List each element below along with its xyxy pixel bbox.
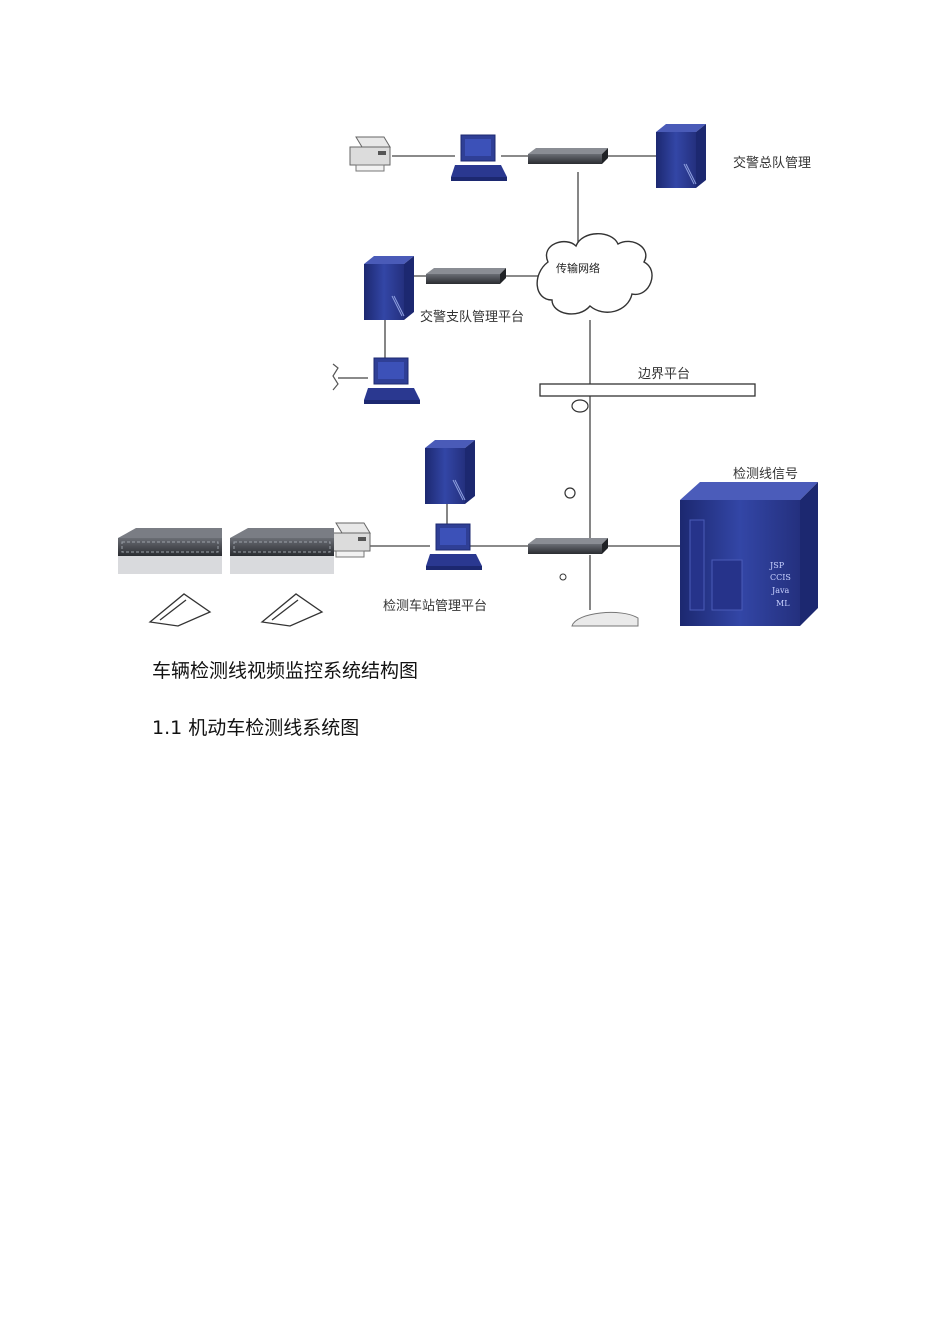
boundary-label: 边界平台 (638, 367, 690, 382)
hq-label: 交警总队管理 (733, 155, 811, 171)
signal-label: 检测线信号 (733, 467, 798, 482)
boundary-platform-bar (539, 383, 756, 397)
station-label: 检测车站管理平台 (383, 598, 487, 614)
hq-server-icon (655, 123, 707, 189)
branch-printer-fragment-icon (332, 363, 339, 391)
network-structure-diagram: 交警总队管理 传输网络 交警支队管理平台 边界平台 检测车站管理平台 检测线信号… (118, 123, 818, 627)
hq-switch-icon (528, 148, 608, 164)
scanner-1-icon (148, 593, 212, 627)
network-cloud-icon (536, 233, 653, 315)
hq-printer-icon (349, 136, 391, 172)
section-heading: 1.1 机动车检测线系统图 (152, 717, 360, 739)
camera-dot-icon (559, 573, 567, 581)
branch-server-icon (363, 255, 415, 321)
station-server-icon (424, 439, 476, 505)
server-text-1: JSP (769, 561, 785, 570)
rack-switch-1-icon (118, 528, 222, 574)
branch-label: 交警支队管理平台 (420, 309, 524, 325)
server-text-4: ML (776, 599, 790, 608)
device-fragment-icon (571, 612, 639, 627)
connection-lines (338, 155, 680, 610)
camera-ring-icon (571, 399, 589, 413)
branch-switch-icon (426, 268, 506, 284)
hq-workstation-icon (450, 134, 508, 182)
server-text-2: CCIS (770, 573, 791, 582)
signal-server-icon (680, 482, 818, 626)
scanner-2-icon (260, 593, 324, 627)
rack-switch-2-icon (230, 528, 334, 574)
station-switch-icon (528, 538, 608, 554)
figure-caption: 车辆检测线视频监控系统结构图 (152, 660, 419, 682)
branch-workstation-icon (363, 357, 421, 405)
station-printer-icon (329, 522, 371, 558)
station-workstation-icon (425, 523, 483, 571)
server-text-3: Java (771, 586, 789, 595)
network-label: 传输网络 (556, 261, 600, 275)
camera-ring-small-icon (564, 487, 576, 499)
